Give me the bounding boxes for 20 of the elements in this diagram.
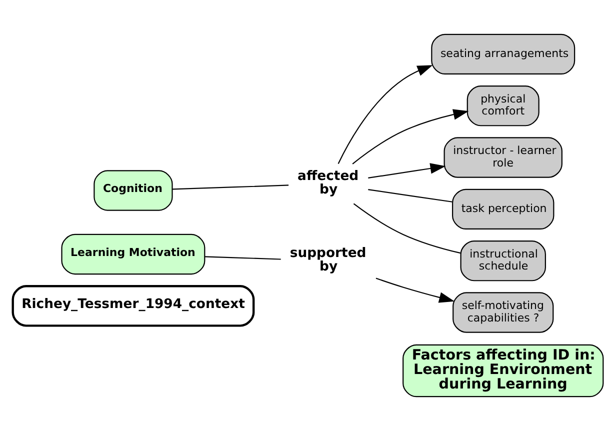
connector xyxy=(205,256,281,260)
node-box: instructional schedule xyxy=(460,240,546,282)
node-box: Cognition xyxy=(94,170,173,211)
arrow xyxy=(376,278,455,303)
connector xyxy=(368,189,452,202)
arrow xyxy=(338,65,433,164)
node-box: physical comfort xyxy=(466,86,540,126)
node-box: task perception xyxy=(452,188,554,230)
arrow xyxy=(352,109,469,164)
connector xyxy=(172,184,289,190)
node-box: Richey_Tessmer_1994_context xyxy=(12,285,255,327)
arrow xyxy=(368,163,446,179)
node-box: Factors affecting ID in: Learning Environment during Learning xyxy=(402,344,604,398)
node-text: affected by xyxy=(298,169,359,198)
connector xyxy=(353,203,461,254)
node-box: seating arranagements xyxy=(431,34,576,75)
node-text: supported by xyxy=(290,246,366,274)
node-box: self-motivating capabilities ? xyxy=(452,292,554,333)
node-box: Learning Motivation xyxy=(61,234,206,275)
node-box: instructor - learner role xyxy=(444,137,562,178)
